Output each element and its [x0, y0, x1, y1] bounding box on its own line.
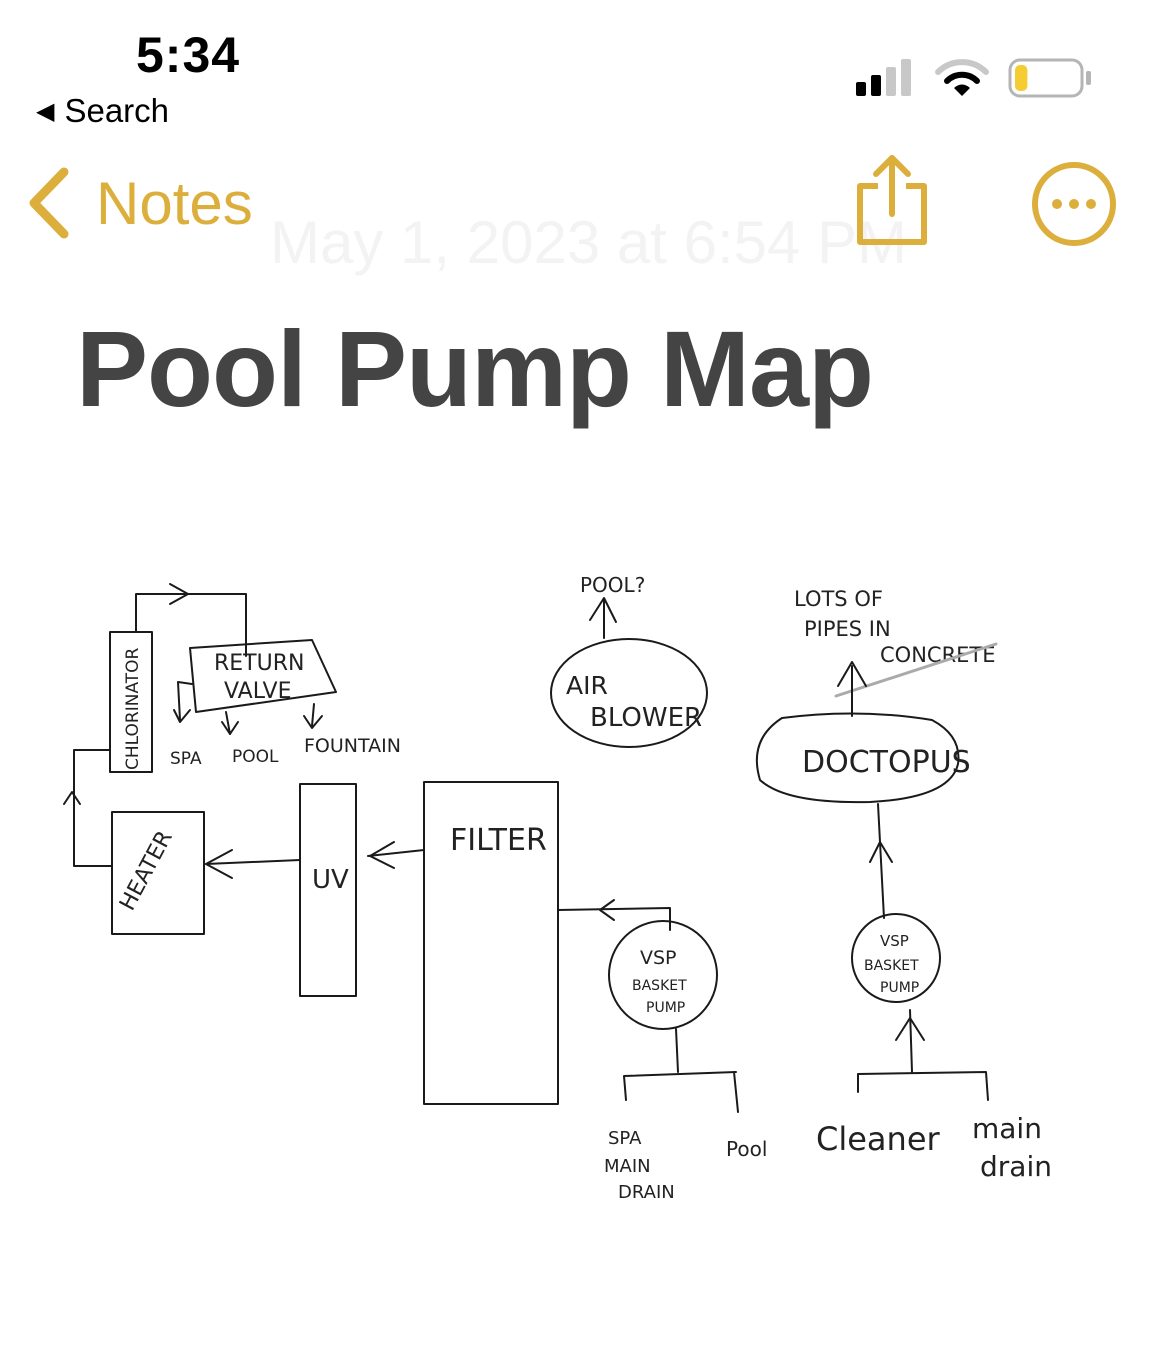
heater-label: HEATER	[115, 827, 178, 915]
filter-to-uv-arrow-icon	[369, 841, 395, 869]
back-to-search-label: Search	[64, 92, 170, 129]
vsp1-intake-lines	[623, 1028, 739, 1113]
battery-icon	[1008, 58, 1091, 98]
pool-question-label: POOL?	[580, 573, 645, 597]
spa-drain-label-1: SPA	[608, 1128, 642, 1149]
spa-drain-label-2: MAIN	[604, 1156, 651, 1177]
uv-box	[299, 783, 357, 997]
doctopus-label: DOCTOPUS	[802, 745, 971, 780]
vsp2-label-1: VSP	[880, 932, 909, 950]
status-time: 5:34	[136, 27, 241, 83]
pool-branch-line	[225, 711, 231, 735]
pipes-label-1: LOTS OF	[794, 587, 883, 611]
air-blower-ellipse	[550, 638, 708, 748]
main-drain-label-1: main	[972, 1112, 1042, 1145]
vsp2-to-doctopus-line	[877, 803, 885, 919]
fountain-down-arrow-icon	[303, 715, 323, 729]
vsp2-label-3: PUMP	[880, 980, 919, 996]
uv-to-heater-arrow-icon	[205, 849, 233, 879]
note-date: May 1, 2023 at 6:54 PM	[270, 209, 908, 276]
uv-to-heater-line	[205, 859, 301, 865]
more-icon	[1032, 162, 1116, 246]
vsp2-intake-arrow-icon	[895, 1017, 925, 1041]
uv-label: UV	[312, 865, 349, 895]
page-title: Pool Pump Map	[76, 308, 874, 429]
more-button[interactable]	[1030, 160, 1118, 253]
vsp2-up-arrow-icon	[869, 841, 893, 863]
pipes-label-2: PIPES IN	[804, 617, 891, 641]
air-blower-label-2: BLOWER	[590, 703, 702, 733]
vsp1-to-filter-arrow-icon	[599, 899, 615, 921]
vsp1-pump-circle	[608, 920, 718, 1030]
filter-to-uv-line	[367, 849, 425, 857]
return-valve-label-1: RETURN	[214, 651, 304, 676]
doctopus-ellipse	[755, 712, 960, 804]
pool-down-arrow-icon	[221, 721, 239, 735]
filter-box	[423, 781, 559, 1105]
pool-pump-sketch: CHLORINATOR RETURN VALVE SPA POOL FOUNTA…	[63, 573, 1052, 1203]
filter-label: FILTER	[450, 823, 547, 858]
heater-box	[111, 811, 205, 935]
vsp1-label-1: VSP	[640, 947, 677, 969]
heater-to-chlorinator-line	[73, 749, 113, 867]
air-blower-label-1: AIR	[566, 671, 608, 700]
heater-up-arrow-icon	[63, 791, 81, 805]
share-icon	[857, 155, 927, 245]
vsp1-label-3: PUMP	[646, 1000, 685, 1016]
spa-label: SPA	[170, 749, 202, 769]
cellular-signal-icon	[856, 59, 911, 96]
vsp1-label-2: BASKET	[632, 978, 687, 994]
concrete-line	[834, 642, 998, 698]
return-valve-label-2: VALVE	[224, 679, 291, 704]
chlorinator-arrow-icon	[169, 583, 189, 605]
spa-branch-line	[177, 681, 193, 721]
vsp2-intake-lines	[857, 1071, 989, 1101]
chlorinator-loop-line	[135, 593, 247, 657]
spa-drain-label-3: DRAIN	[618, 1182, 675, 1203]
vsp2-label-2: BASKET	[864, 958, 919, 974]
notes-back-label: Notes	[96, 169, 253, 237]
chlorinator-label: CHLORINATOR	[123, 647, 143, 770]
left-triangle-icon: ◀	[36, 97, 55, 125]
spa-down-arrow-icon	[173, 709, 191, 723]
back-to-search-button[interactable]: ◀ Search	[36, 92, 169, 130]
share-button[interactable]	[852, 152, 932, 253]
fountain-branch-line	[311, 703, 315, 727]
chevron-left-icon	[29, 167, 69, 239]
vsp2-pump-circle	[851, 913, 941, 1003]
main-drain-label-2: drain	[980, 1150, 1052, 1183]
pool-inlet-label: Pool	[726, 1137, 767, 1161]
air-blower-up-arrow-icon	[589, 597, 617, 623]
fountain-label: FOUNTAIN	[304, 735, 401, 757]
vsp1-to-filter-line	[557, 907, 671, 931]
wifi-icon	[935, 59, 989, 96]
return-valve-box	[189, 639, 337, 713]
doctopus-up-arrow-icon	[837, 661, 867, 687]
cleaner-label: Cleaner	[816, 1120, 941, 1158]
chlorinator-box	[109, 631, 153, 773]
notes-back-button[interactable]: Notes	[26, 166, 253, 240]
pool-label: POOL	[232, 747, 279, 767]
